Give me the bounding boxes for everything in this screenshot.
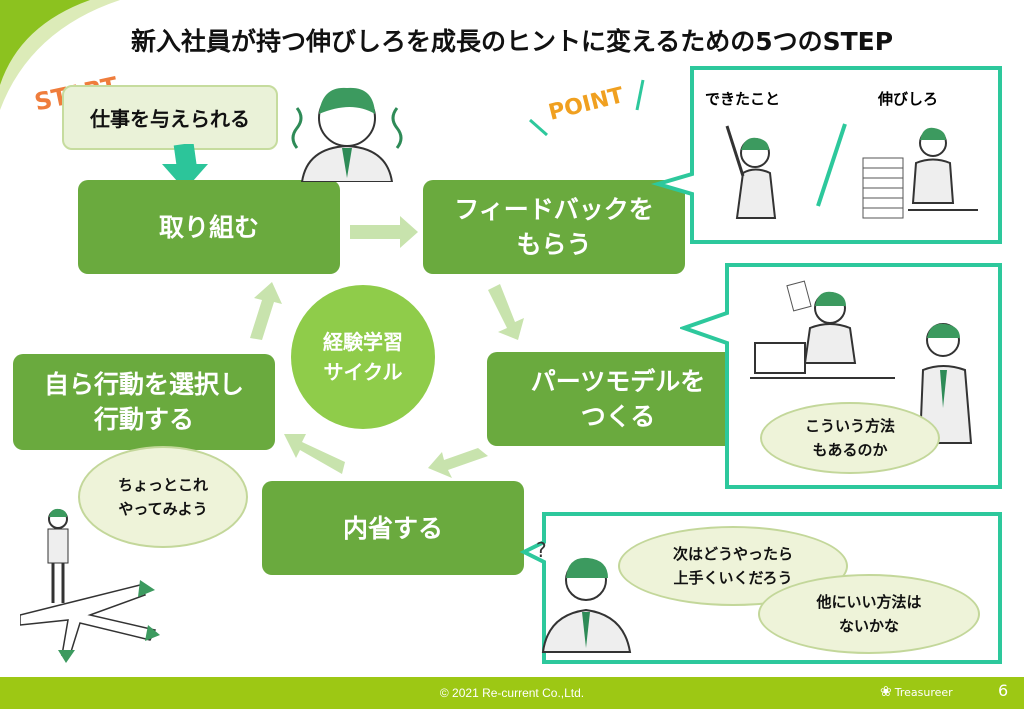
step-act: 自ら行動を選択し行動する xyxy=(13,354,275,450)
treasure-icon: ❀ xyxy=(880,684,892,700)
crossroads-person-illustration xyxy=(20,508,160,663)
arrow-icon xyxy=(488,284,524,340)
copyright: © 2021 Re-current Co.,Ltd. xyxy=(439,686,585,700)
brand-logo: ❀Treasureer xyxy=(880,684,953,700)
brand-name: Treasureer xyxy=(894,685,953,699)
cycle-center: 経験学習サイクル xyxy=(291,285,435,429)
step-parts-model: パーツモデルをつくる xyxy=(487,352,749,446)
arrow-icon xyxy=(250,282,282,340)
corner-decoration xyxy=(0,0,120,110)
speech-bubble-try: ちょっとこれやってみよう xyxy=(78,446,248,548)
page-number: 6 xyxy=(998,681,1009,700)
step-reflect: 内省する xyxy=(262,481,524,575)
step-try: 取り組む xyxy=(78,180,340,274)
speech-bubble-reflect-1: 次はどうやったら上手くいくだろう xyxy=(618,526,848,606)
arrow-icon xyxy=(350,216,418,248)
arrow-icon xyxy=(284,434,345,474)
thinking-person-illustration xyxy=(541,557,632,653)
arrow-icon xyxy=(428,448,488,478)
footer xyxy=(0,677,1024,709)
point-item-growth: 伸びしろ xyxy=(878,90,939,108)
step-feedback: フィードバックをもらう xyxy=(423,180,685,274)
question-mark-icon: ? xyxy=(536,538,547,562)
busy-worker-illustration xyxy=(750,280,895,379)
speech-bubble-reflect-2: 他にいい方法はないかな xyxy=(758,574,980,654)
speech-bubble-model: こういう方法もあるのか xyxy=(760,402,940,474)
paperwork-person-illustration xyxy=(862,127,978,219)
person-illustration xyxy=(291,87,403,182)
start-arrow-icon xyxy=(162,144,208,190)
cheering-person-illustration xyxy=(725,125,777,219)
point-item-done: できたこと xyxy=(705,90,781,108)
slide-title: 新入社員が持つ伸びしろを成長のヒントに変えるための5つのSTEP xyxy=(130,27,894,56)
start-box: 仕事を与えられる xyxy=(62,85,278,150)
point-marks xyxy=(529,79,645,137)
